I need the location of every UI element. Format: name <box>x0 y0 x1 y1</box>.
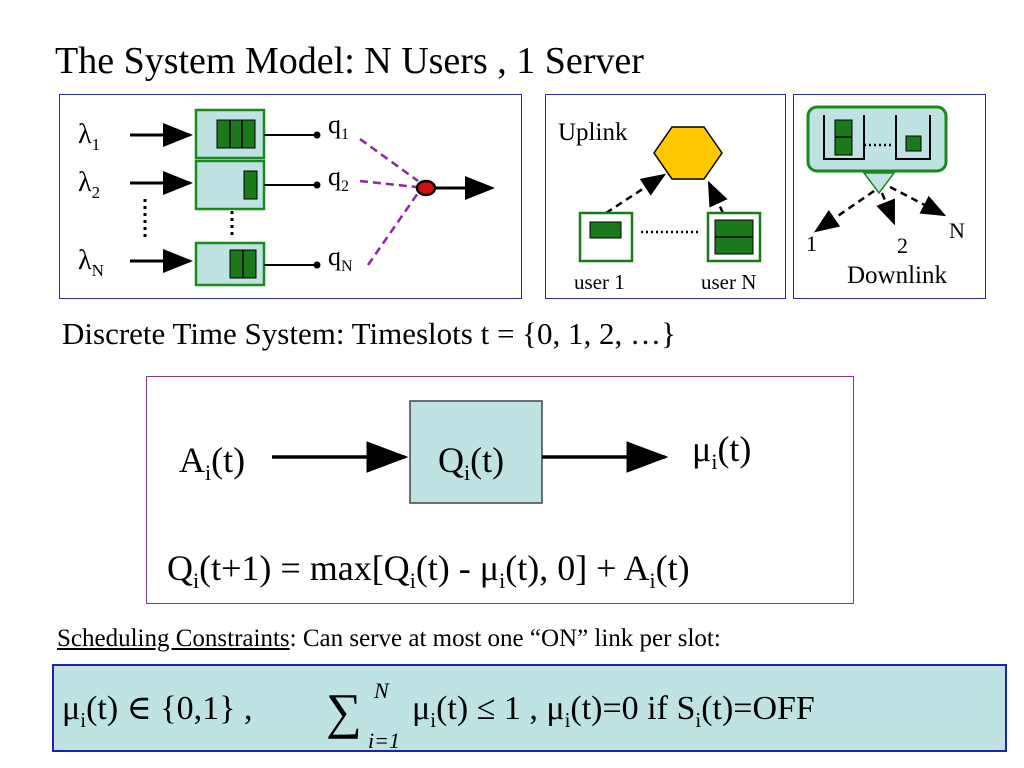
uplink-label: Uplink <box>558 119 628 146</box>
base-station-icon <box>653 126 723 180</box>
link-2 <box>359 179 417 189</box>
scheduling-description: : Can serve at most one “ON” link per sl… <box>289 625 721 652</box>
queue-n <box>194 241 266 287</box>
constraint-formula: μi(t) ∈ {0,1} , ∑ N i=1 μi(t) ≤ 1 , μi(t… <box>62 678 815 753</box>
uplink-panel: Uplink user 1 user N <box>545 94 786 299</box>
channel-label-n: qN <box>328 242 353 275</box>
user-1-label: user 1 <box>574 270 625 294</box>
downlink-output-2: 2 <box>897 233 908 258</box>
queue-model-box: Ai(t) Qi(t) μi(t) Qi(t+1) = max[Qi(t) - … <box>146 376 854 604</box>
page-title: The System Model: N Users , 1 Server <box>55 40 644 82</box>
uplink-diagram: Uplink user 1 user N <box>558 119 762 294</box>
queue-panel: λ1 λ2 λN q1 <box>59 94 522 299</box>
queue-1 <box>194 108 266 160</box>
user-n-label: user N <box>701 270 756 294</box>
service-label: μi(t) <box>692 429 751 474</box>
queue-diagram: λ1 λ2 λN q1 <box>78 108 495 287</box>
summation-upper: N <box>373 678 390 703</box>
summation-lower: i=1 <box>368 728 400 753</box>
arrival-label-n: λN <box>78 245 104 280</box>
user-1-device <box>578 211 634 263</box>
scheduling-heading: Scheduling Constraints <box>57 625 290 652</box>
server-node <box>415 179 437 197</box>
downlink-output-1: 1 <box>806 231 817 256</box>
queue-model-diagram: Ai(t) Qi(t) μi(t) Qi(t+1) = max[Qi(t) - … <box>167 400 751 593</box>
channel-label-1: q1 <box>328 110 349 143</box>
downlink-transmitter <box>806 105 948 173</box>
channel-label-2: q2 <box>328 162 349 195</box>
link-1 <box>359 137 419 183</box>
queue-box <box>409 400 543 504</box>
downlink-label: Downlink <box>847 262 948 289</box>
user-n-device <box>706 211 762 263</box>
queue-label: Qi(t) <box>438 440 504 485</box>
arrival-label-1: λ1 <box>78 119 100 154</box>
constraint-sum-off: μi(t) ≤ 1 , μi(t)=0 if Si(t)=OFF <box>412 690 815 732</box>
link-n <box>366 192 420 266</box>
constraint-box: μi(t) ∈ {0,1} , ∑ N i=1 μi(t) ≤ 1 , μi(t… <box>52 664 1007 753</box>
scheduling-constraints-text: Scheduling Constraints: Can serve at mos… <box>57 625 721 653</box>
queue-update-equation: Qi(t+1) = max[Qi(t) - μi(t), 0] + Ai(t) <box>167 548 690 593</box>
downlink-output-n: N <box>949 218 965 243</box>
queue-2 <box>194 159 266 211</box>
summation-symbol: ∑ <box>326 683 362 739</box>
constraint-binary: μi(t) ∈ {0,1} , <box>62 690 252 732</box>
downlink-diagram: 1 2 N Downlink <box>806 105 965 289</box>
arrival-process-label: Ai(t) <box>179 440 245 485</box>
arrival-label-2: λ2 <box>78 167 100 202</box>
time-description: Discrete Time System: Timeslots t = {0, … <box>62 316 676 351</box>
downlink-panel: 1 2 N Downlink <box>793 94 986 299</box>
